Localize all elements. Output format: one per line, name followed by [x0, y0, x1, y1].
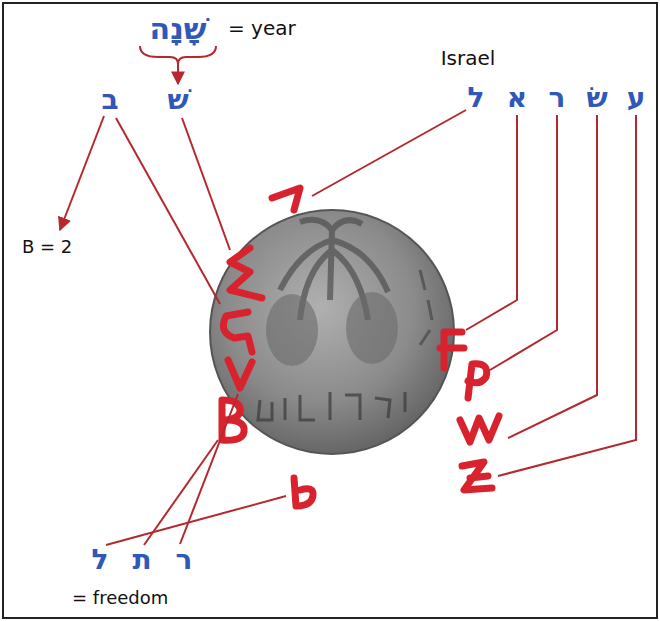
- word-label: Israel: [441, 47, 496, 69]
- paleo-glyphs: [222, 188, 499, 506]
- frame: [3, 3, 657, 618]
- hebrew-letter: ר: [549, 83, 566, 114]
- hebrew-letter: ר: [176, 545, 193, 576]
- meaning-label: = year: [228, 17, 296, 39]
- leader-lines: [60, 46, 636, 545]
- hebrew-letter: שׁ: [167, 85, 188, 116]
- hebrew-letter: ל: [92, 545, 109, 576]
- hebrew-word: שָׁנָה: [150, 12, 207, 45]
- hebrew-letter: ת: [132, 545, 151, 576]
- value-label: B = 2: [22, 237, 72, 257]
- meaning-label: = freedom: [72, 588, 168, 608]
- hebrew-letter: שׂ: [586, 83, 607, 114]
- hebrew-letter: ל: [468, 83, 485, 114]
- hebrew-letter: ע: [627, 83, 646, 114]
- coin: [210, 210, 454, 454]
- hebrew-letter: א: [507, 83, 527, 114]
- hebrew-letter: ב: [101, 85, 118, 116]
